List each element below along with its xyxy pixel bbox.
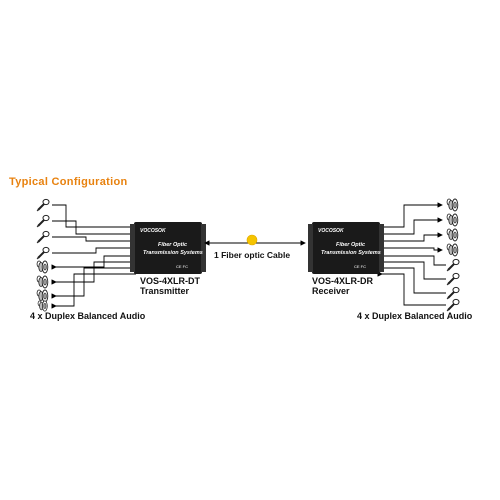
transmitter-model: VOS-4XLR-DT: [140, 276, 201, 286]
left-speakers: [36, 260, 49, 312]
right-speakers: [446, 198, 459, 257]
transmitter-marks: CE FC: [176, 264, 188, 269]
speaker-icon: [36, 289, 49, 303]
receiver-model: VOS-4XLR-DR: [312, 276, 374, 286]
fiber-connector-dot: [246, 234, 258, 246]
left-microphones: [36, 198, 50, 260]
transmitter-line2: Transmission Systems: [143, 250, 203, 256]
left-audio-label: 4 x Duplex Balanced Audio: [30, 311, 146, 321]
microphone-icon: [36, 214, 50, 228]
receiver-brand: VOCOSOK: [318, 228, 344, 234]
microphone-icon: [36, 246, 50, 260]
microphone-icon: [446, 286, 460, 300]
speaker-icon: [36, 260, 49, 274]
transmitter-role: Transmitter: [140, 286, 190, 296]
left-connections: [51, 204, 137, 309]
right-microphones: [446, 258, 460, 312]
microphone-icon: [36, 198, 50, 212]
speaker-icon: [446, 213, 459, 227]
receiver-line1: Fiber Optic: [336, 242, 365, 248]
receiver-line2: Transmission Systems: [321, 250, 381, 256]
receiver-marks: CE FC: [354, 264, 366, 269]
microphone-icon: [446, 272, 460, 286]
cable-label: 1 Fiber optic Cable: [214, 250, 291, 260]
speaker-icon: [446, 243, 459, 257]
diagram-title: Typical Configuration: [9, 176, 128, 188]
right-audio-label: 4 x Duplex Balanced Audio: [357, 311, 473, 321]
transmitter-line1: Fiber Optic: [158, 242, 187, 248]
speaker-icon: [37, 300, 48, 312]
transmitter-device: VOCOSOK Fiber Optic Transmission Systems…: [130, 222, 206, 274]
microphone-icon: [36, 230, 50, 244]
speaker-icon: [36, 275, 49, 289]
microphone-icon: [446, 298, 460, 312]
right-connections: [377, 202, 446, 306]
speaker-icon: [446, 198, 459, 212]
receiver-device: VOCOSOK Fiber Optic Transmission Systems…: [308, 222, 384, 274]
transmitter-brand: VOCOSOK: [140, 228, 166, 234]
microphone-icon: [446, 258, 460, 272]
fiber-cable: [204, 234, 306, 246]
speaker-icon: [446, 228, 459, 242]
receiver-role: Receiver: [312, 286, 350, 296]
